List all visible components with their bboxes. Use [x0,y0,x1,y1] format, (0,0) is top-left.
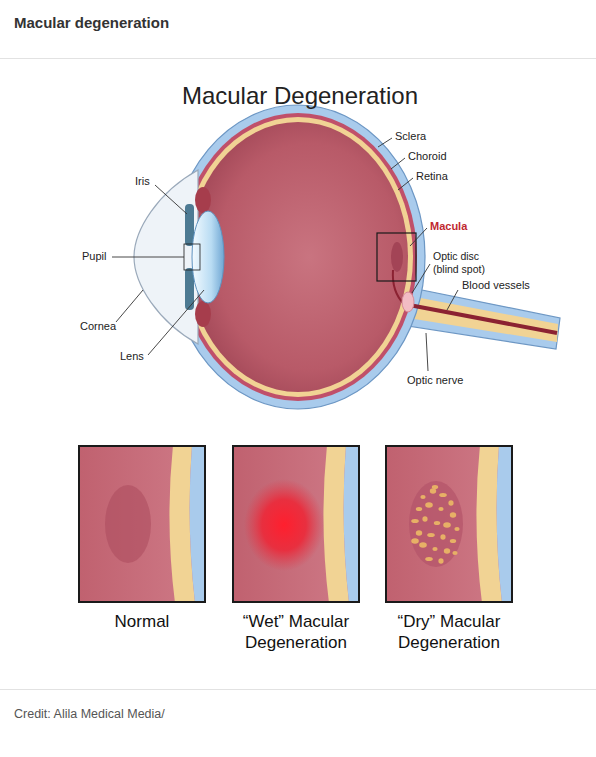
drusen-dot [432,485,438,489]
drusen-dot [411,538,419,543]
retina-layer [183,117,413,397]
sclera-band [344,445,360,603]
bleeding [244,479,324,571]
sclera-layer [171,105,425,409]
inset-ground [78,445,206,603]
part-label: Iris [135,175,150,188]
drusen-dot [411,519,419,523]
drusen-dot [448,500,453,505]
page-heading: Macular degeneration [14,14,169,32]
leader-lines [112,138,458,371]
drusen-dot [434,521,440,525]
leader-line [378,138,392,147]
inset-caption: “Wet” Macular Degeneration [216,611,376,653]
inset-drawing [78,445,206,603]
leader-line [410,228,427,246]
inset-drawing [385,445,513,603]
leader-line [412,264,430,293]
credit-caption: Credit: Alila Medical Media/ [14,707,165,722]
leader-line [112,257,184,258]
part-label: Choroid [408,150,447,163]
drusen-dot [422,516,427,521]
drusen-dot [432,547,437,551]
macula-frame [377,233,416,281]
optic-disc [402,292,414,312]
leader-line [398,178,413,190]
leader-line [426,333,428,371]
drusen-dot [416,507,422,511]
part-label: Blood vessels [462,279,530,292]
inset-frame [79,446,205,602]
inset-box: “Dry” Macular Degeneration [385,445,513,603]
inset-drawing [232,445,360,603]
leader-line [155,185,187,214]
leader-line [116,290,143,322]
inset-caption: “Dry” Macular Degeneration [369,611,529,653]
inset-box: Normal [78,445,206,603]
pupil-frame [184,244,200,270]
drusen-dot [443,522,451,527]
drusen-dot [419,542,427,547]
diagram-title: Macular Degeneration [2,82,596,111]
inset-frame [386,446,512,602]
drusen-dot [420,495,425,499]
part-label: Macula [430,220,467,233]
lens [192,211,224,303]
drusen-dot [439,493,447,497]
leader-line [447,290,458,310]
drusen-dot [425,557,433,561]
part-label: Lens [120,350,144,363]
macula [391,242,403,272]
macula [105,485,151,563]
drusen-dot [440,534,445,539]
drusen-dot [416,530,422,535]
drusen-dot [438,558,443,563]
leader-line [148,290,204,355]
leader-line [391,158,405,169]
separator-line [0,689,596,690]
drusen-dot [430,488,436,493]
inset-frame [233,446,359,602]
drusen-dot [450,539,456,543]
inset-ground [232,445,360,603]
choroid-layer [179,113,417,401]
sclera-band [190,445,206,603]
sclera-band [497,445,513,603]
drusen-dot [438,507,443,511]
inset-caption: Normal [62,611,222,632]
drusen-dot [452,551,457,555]
vitreous [188,122,408,392]
macula [409,481,463,567]
drusen-dot [454,527,459,531]
ciliary-body [195,301,211,327]
ciliary-body [195,187,211,213]
part-label: Pupil [82,250,106,263]
drusen-dot [427,533,435,537]
separator-line [0,58,596,59]
part-label: Optic nerve [407,374,463,387]
inset-box: “Wet” Macular Degeneration [232,445,360,603]
blood-vessel [404,304,557,333]
part-label: Optic disc (blind spot) [433,250,495,275]
part-label: Retina [416,170,448,183]
drusen-dot [425,502,433,507]
inset-ground [385,445,513,603]
part-label: Cornea [80,320,116,333]
drusen-dot [450,512,456,517]
part-label: Sclera [395,130,426,143]
drusen-dot [444,548,450,553]
